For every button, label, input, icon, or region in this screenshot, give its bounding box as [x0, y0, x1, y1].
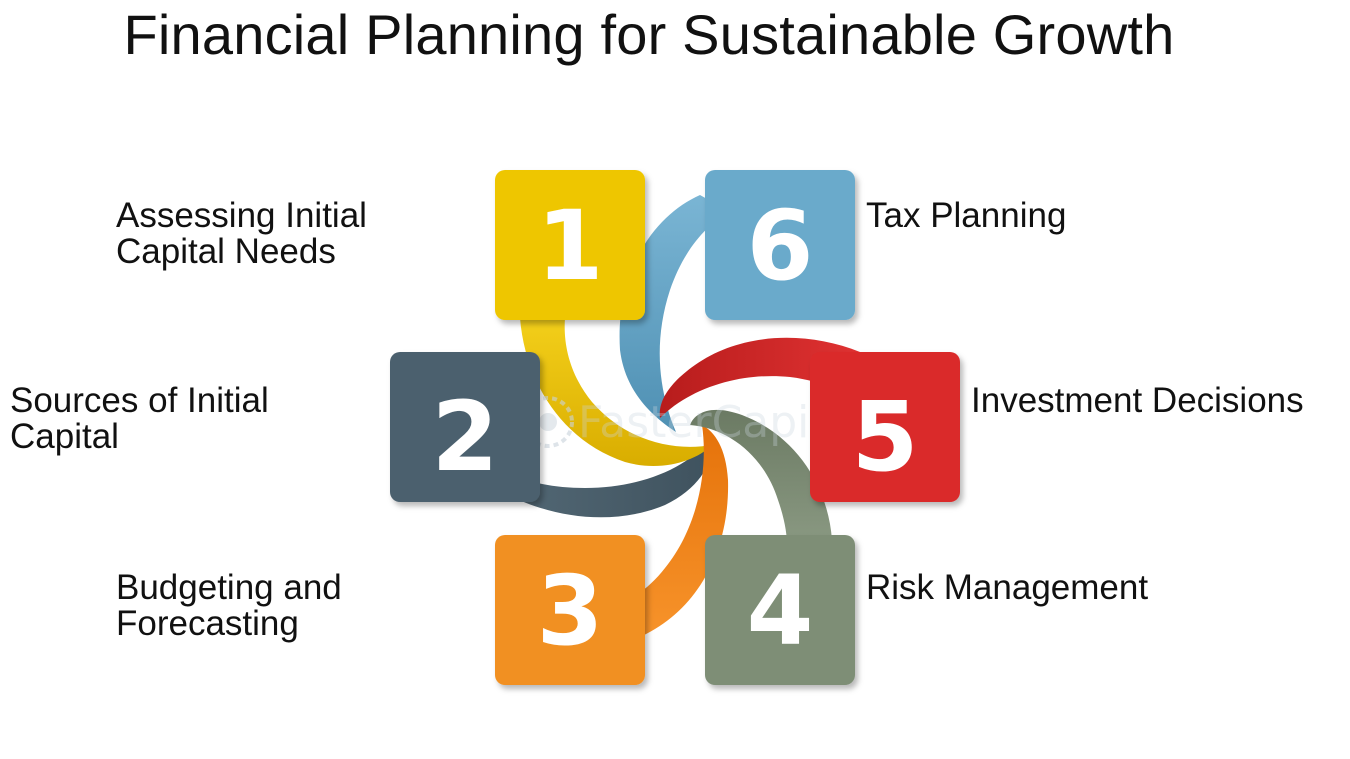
step-number-2: 2: [432, 381, 499, 493]
step-label-3: Budgeting and Forecasting: [116, 570, 342, 642]
step-label-4: Risk Management: [866, 570, 1148, 606]
arm-3-orange: [618, 425, 729, 636]
step-box-6: 6: [705, 170, 855, 320]
step-label-3-line-1: Budgeting and: [116, 568, 342, 607]
step-number-5: 5: [852, 381, 919, 493]
step-label-6-line-1: Tax Planning: [866, 196, 1067, 235]
step-box-3: 3: [495, 535, 645, 685]
arm-6-blue: [619, 195, 730, 432]
step-number-3: 3: [537, 555, 604, 667]
step-box-2: 2: [390, 352, 540, 502]
step-number-6: 6: [747, 190, 814, 302]
step-label-5-line-1: Investment Decisions: [971, 381, 1304, 420]
step-box-5: 5: [810, 352, 960, 502]
arm-1-yellow: [520, 318, 712, 466]
step-label-4-line-1: Risk Management: [866, 568, 1149, 607]
page-title: Financial Planning for Sustainable Growt…: [123, 3, 1175, 66]
step-label-3-line-2: Forecasting: [116, 604, 299, 643]
arm-5-red: [659, 337, 860, 418]
step-box-1: 1: [495, 170, 645, 320]
step-label-2-line-1: Sources of Initial: [10, 381, 269, 420]
step-number-4: 4: [747, 555, 814, 667]
arm-4-olive: [690, 409, 832, 545]
step-label-6: Tax Planning: [866, 198, 1066, 234]
step-label-5: Investment Decisions: [971, 383, 1304, 419]
step-label-1-line-2: Capital Needs: [116, 232, 336, 271]
step-label-1-line-1: Assessing Initial: [116, 196, 367, 235]
watermark-gear-hub: [539, 413, 557, 431]
step-label-1: Assessing Initial Capital Needs: [116, 198, 367, 270]
step-label-2: Sources of Initial Capital: [10, 383, 269, 455]
step-box-4: 4: [705, 535, 855, 685]
step-label-2-line-2: Capital: [10, 417, 119, 456]
step-number-1: 1: [537, 190, 604, 302]
